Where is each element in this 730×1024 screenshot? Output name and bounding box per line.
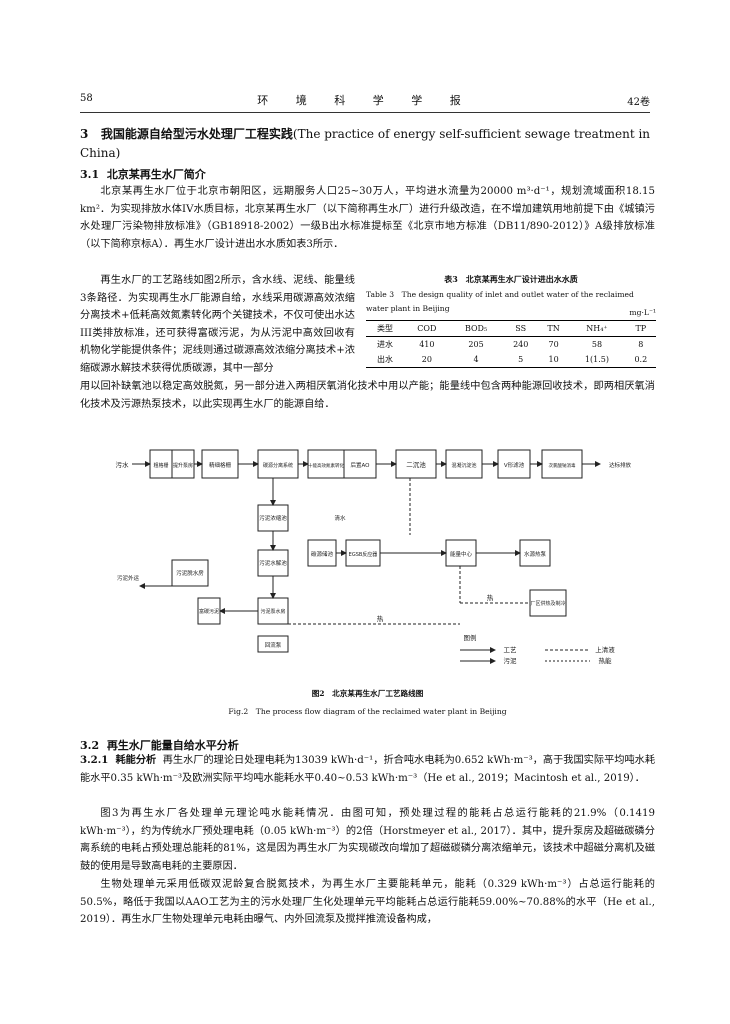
label-ao: 后置AO	[351, 461, 371, 469]
label-sludge-dewater: 污泥脱水房	[176, 569, 204, 577]
table-cell: 进水	[377, 340, 394, 349]
running-header: 58 环 境 科 学 学 报 42卷	[80, 90, 650, 113]
legend-title: 图例	[464, 633, 477, 642]
page-number: 58	[80, 93, 93, 104]
label-coarse-screen: 粗格栅	[153, 462, 168, 469]
process-flow-diagram: 污水 粗格栅 提升泵房 精细格栅 碳源分离系统 十能高效氮素转化 后置AO 二沉…	[116, 449, 632, 665]
legend-sludge: 污泥	[504, 657, 518, 665]
label-vfilter: V形滤池	[504, 461, 525, 469]
table-cell: 0.2	[634, 355, 648, 364]
journal-title: 环 境 科 学 学 报	[257, 94, 473, 107]
table-cell: 5	[518, 355, 524, 364]
label-sludge-hydro: 污泥水解池	[259, 559, 287, 567]
label-egsb: EGSB反应器	[349, 551, 378, 558]
table-header-cell: SS	[515, 324, 527, 333]
table-cell: 8	[638, 340, 644, 349]
table-row: 出水 20 4 5 10 1(1.5) 0.2	[366, 352, 656, 368]
label-clear-water: 清水	[334, 514, 346, 522]
section-number: 3.2	[80, 739, 100, 752]
section-title: 北京某再生水厂简介	[106, 168, 206, 181]
table-cell: 出水	[377, 355, 394, 364]
section-number: 3.1	[80, 168, 100, 181]
label-coag: 混凝沉淀池	[451, 462, 476, 469]
volume: 42卷	[627, 97, 650, 108]
table-caption-cn: 表3 北京某再生水厂设计进出水水质	[444, 274, 578, 284]
paragraph-5: 生物处理单元采用低碳双泥龄复合脱氮技术，为再生水厂主要能耗单元，能耗（0.329…	[80, 879, 655, 926]
label-energy: 能量中心	[450, 550, 473, 558]
table-caption-en: Table 3 The design quality of inlet and …	[366, 290, 634, 313]
table-header-cell: TN	[547, 324, 560, 333]
section-title: 再生水厂能量自给水平分析	[106, 739, 239, 752]
section-title-cn: 我国能源自给型污水处理厂工程实践	[100, 127, 293, 141]
paragraph-1: 北京某再生水厂位于北京市朝阳区，远期服务人口25~30万人，平均进水流量为200…	[80, 186, 655, 250]
label-fine-screen: 精细格栅	[209, 461, 232, 469]
table-cell: 1(1.5)	[584, 355, 609, 364]
table-row: 进水 410 205 240 70 58 8	[366, 337, 656, 353]
label-uv: 次氯酸钠消毒	[549, 462, 576, 469]
section-3-2-1-heading: 3.2.1 耗能分析	[80, 754, 157, 766]
table-3: 表3 北京某再生水厂设计进出水水质 Table 3 The design qua…	[366, 274, 656, 368]
label-lift-pump: 提升泵房	[173, 462, 193, 469]
label-nitrogen: 十能高效氮素转化	[308, 462, 344, 469]
table-cell: 4	[473, 355, 479, 364]
paragraph-3-text: 再生水厂的理论日处理电耗为13039 kWh·d⁻¹，折合吨水电耗为0.652 …	[80, 755, 656, 784]
figure-caption-en: Fig.2 The process flow diagram of the re…	[228, 707, 507, 716]
table-header-cell: NH₄⁺	[586, 324, 608, 333]
table-header-cell: BOD₅	[464, 324, 488, 333]
label-outlet: 达标排放	[609, 461, 632, 469]
table-header-cell: COD	[417, 324, 437, 333]
label-sludge-pump: 污泥泵水房	[260, 608, 285, 615]
legend-clear: 上清液	[595, 645, 615, 654]
paragraph-2-left: 再生水厂的工艺路线如图2所示，含水线、泥线、能量线3条路径．为实现再生水厂能源自…	[80, 275, 355, 374]
section-3-heading: 3 我国能源自给型污水处理厂工程实践(The practice of energ…	[80, 125, 655, 163]
section-title-en: (The practice of energy self-sufficient …	[80, 127, 651, 160]
label-heat-user: 厂区供热及制冷	[530, 600, 565, 607]
section-number: 3	[80, 127, 89, 141]
table-cell: 10	[548, 355, 559, 364]
paragraph-2-rest: 用以回补缺氧池以稳定高效脱氮，另一部分进入两相厌氧消化技术中用以产能；能量线中包…	[80, 381, 655, 410]
section-3-2-heading: 3.2 再生水厂能量自给水平分析	[80, 737, 239, 753]
table-cell: 205	[468, 340, 484, 349]
paragraph-3: 3.2.1 耗能分析 再生水厂的理论日处理电耗为13039 kWh·d⁻¹，折合…	[80, 752, 655, 787]
table-cell: 58	[591, 340, 603, 349]
table-cell: 20	[421, 355, 432, 364]
table-cell: 410	[419, 340, 435, 349]
label-sludge-out: 污泥外运	[117, 574, 140, 582]
legend-process: 工艺	[504, 646, 518, 654]
label-secondary: 二沉池	[406, 460, 426, 469]
table-header-cell: 类型	[377, 324, 394, 333]
table-unit: mg·L⁻¹	[629, 308, 656, 317]
label-rich-sludge: 富碳污泥	[199, 608, 219, 615]
label-carbon-sep: 碳源分离系统	[263, 462, 293, 469]
table-cell: 240	[513, 340, 529, 349]
label-heat-pump: 水源热泵	[524, 550, 547, 558]
figure-caption-cn: 图2 北京某再生水厂工艺路线图	[311, 689, 424, 698]
label-carbon-pool: 碳源储池	[311, 550, 334, 558]
label-heat-1: 热	[487, 593, 494, 602]
table-header-cell: TP	[635, 324, 647, 333]
legend-heat: 热能	[599, 656, 613, 665]
label-inlet: 污水	[116, 460, 130, 469]
label-heat-2: 热	[377, 614, 384, 623]
label-sludge-thick: 污泥浓缩池	[259, 514, 287, 522]
table-cell: 70	[548, 340, 559, 349]
paragraph-4: 图3为再生水厂各处理单元理论吨水能耗情况．由图可知，预处理过程的能耗占总运行能耗…	[80, 808, 655, 872]
label-recycle: 回流泵	[265, 641, 282, 649]
section-3-1-heading: 3.1 北京某再生水厂简介	[80, 166, 206, 182]
